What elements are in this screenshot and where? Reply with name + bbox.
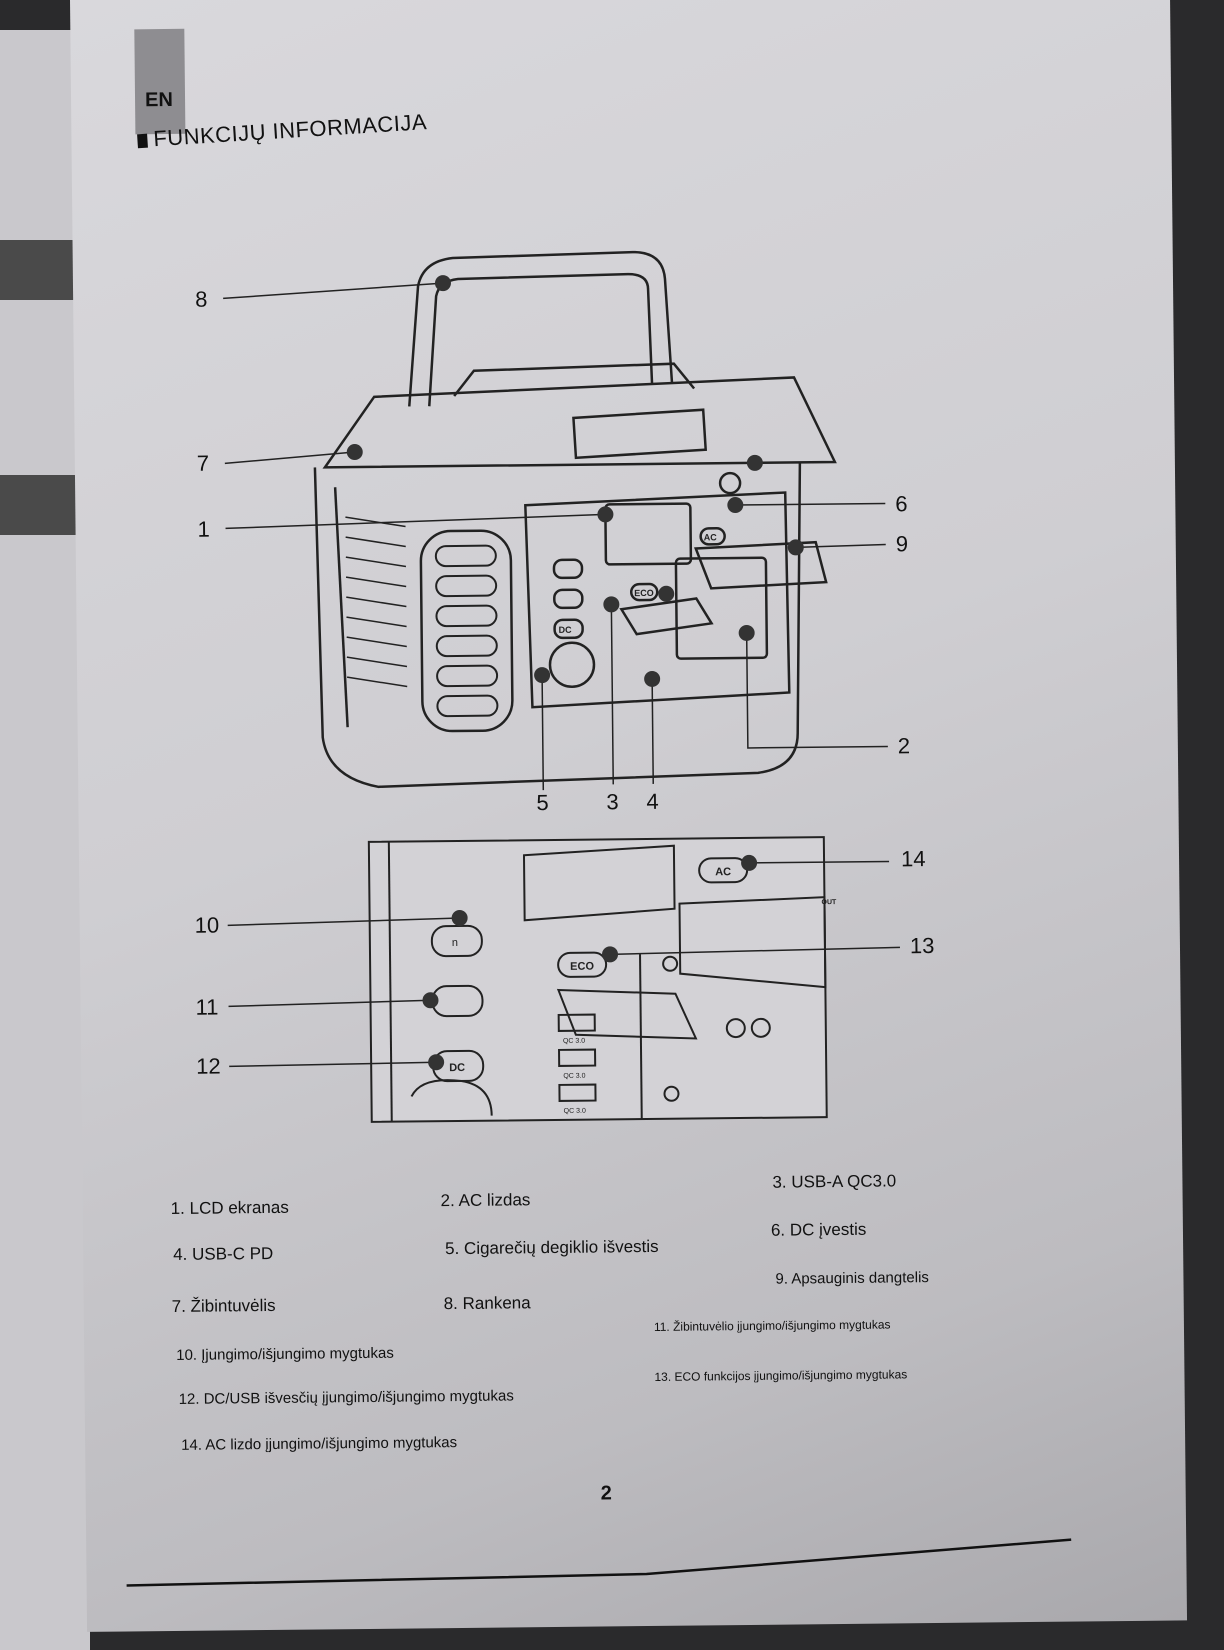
callout-7: 7 [196, 450, 210, 476]
panel-eco-label: ECO [634, 588, 654, 598]
callout-10: 10 [194, 912, 220, 938]
callout-14: 14 [900, 846, 926, 872]
callout-13: 13 [909, 933, 935, 959]
detail-dc-button-label: DC [449, 1062, 465, 1074]
detail-power-button-label: n [452, 937, 458, 949]
device-illustration: AC ECO DC [223, 250, 888, 791]
panel-dc-label: DC [559, 625, 573, 635]
panel-ac-label: AC [704, 532, 718, 542]
legend-item: 14. AC lizdo įjungimo/išjungimo mygtukas [181, 1434, 458, 1454]
port-label: QC 3.0 [564, 1108, 586, 1115]
callout-6: 6 [895, 491, 908, 517]
legend-item: 5. Cigarečių degiklio išvestis [444, 1236, 659, 1259]
detail-out-label: OUT [821, 899, 837, 906]
callout-5: 5 [536, 790, 549, 816]
detail-ac-button-label: AC [715, 866, 731, 878]
callout-3: 3 [606, 789, 619, 815]
footer-rule [126, 1538, 1072, 1587]
callout-4: 4 [646, 788, 659, 815]
legend-item: 12. DC/USB išvesčių įjungimo/išjungimo m… [178, 1387, 514, 1408]
callout-11: 11 [195, 994, 219, 1020]
legend-item: 2. AC lizdas [440, 1190, 531, 1211]
legend-item: 7. Žibintuvėlis [171, 1295, 276, 1317]
port-label: QC 3.0 [563, 1073, 585, 1080]
legend-item: 1. LCD ekranas [170, 1197, 289, 1219]
legend-item: 9. Apsauginis dangtelis [775, 1269, 929, 1288]
port-label: QC 3.0 [563, 1038, 585, 1045]
callout-12: 12 [196, 1053, 221, 1079]
detail-illustration: AC ECO DC n OUT QC 3.0 QC 3.0 QC 3.0 [227, 836, 900, 1123]
callout-1: 1 [197, 516, 210, 542]
callout-9: 9 [895, 531, 909, 557]
callout-2: 2 [897, 733, 911, 759]
legend-item: 8. Rankena [443, 1293, 531, 1314]
legend-item: 10. Įjungimo/išjungimo mygtukas [176, 1344, 394, 1364]
detail-eco-button-label: ECO [570, 961, 594, 973]
legend-item: 6. DC įvestis [770, 1219, 867, 1240]
legend-item: 3. USB-A QC3.0 [772, 1171, 897, 1192]
legend-item: 11. Žibintuvėlio įjungimo/išjungimo mygt… [653, 1317, 891, 1334]
legend-item: 13. ECO funkcijos įjungimo/išjungimo myg… [654, 1367, 908, 1384]
callout-8: 8 [195, 286, 208, 312]
page-number: 2 [600, 1482, 612, 1505]
manual-page: EN FUNKCIJŲ INFORMACIJA [70, 0, 1188, 1632]
legend-item: 4. USB-C PD [173, 1243, 274, 1264]
adjacent-page-tab [0, 475, 86, 535]
